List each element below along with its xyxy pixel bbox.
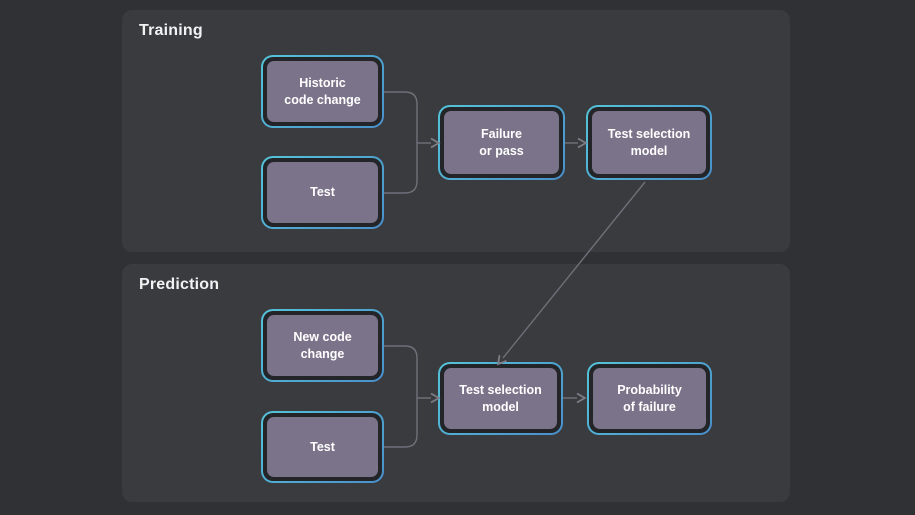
section-title-prediction: Prediction — [139, 276, 220, 293]
node-new-code-change: New code change — [261, 309, 384, 382]
node-frame: Failure or pass — [440, 107, 563, 178]
prediction-section: Prediction New code change Test Test sel… — [122, 264, 790, 502]
node-training-test: Test — [261, 156, 384, 229]
node-frame: Test — [263, 413, 382, 481]
node-label: New code change — [267, 315, 378, 376]
node-label: Test — [267, 162, 378, 223]
node-label: Test — [267, 417, 378, 477]
node-label: Probability of failure — [593, 368, 706, 429]
node-label: Test selection model — [444, 368, 557, 429]
node-label: Historic code change — [267, 61, 378, 122]
node-frame: Test selection model — [588, 107, 710, 178]
node-frame: New code change — [263, 311, 382, 380]
node-prediction-test-selection-model: Test selection model — [438, 362, 563, 435]
node-frame: Probability of failure — [589, 364, 710, 433]
node-training-test-selection-model: Test selection model — [586, 105, 712, 180]
training-section: Training Historic code change Test Failu… — [122, 10, 790, 252]
node-frame: Historic code change — [263, 57, 382, 126]
section-title-training: Training — [139, 22, 203, 39]
node-historic-code-change: Historic code change — [261, 55, 384, 128]
node-label: Failure or pass — [444, 111, 559, 174]
node-frame: Test selection model — [440, 364, 561, 433]
node-prediction-test: Test — [261, 411, 384, 483]
node-probability-of-failure: Probability of failure — [587, 362, 712, 435]
node-label: Test selection model — [592, 111, 706, 174]
node-failure-or-pass: Failure or pass — [438, 105, 565, 180]
node-frame: Test — [263, 158, 382, 227]
